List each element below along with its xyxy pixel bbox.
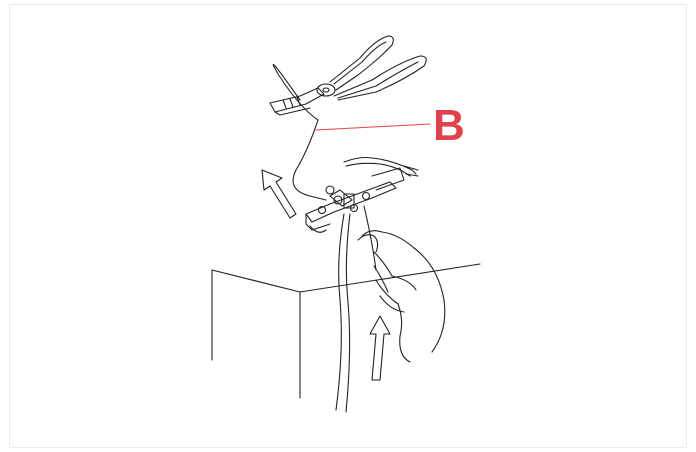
up-arrow-left-icon (262, 170, 296, 218)
up-arrow-bottom-icon (370, 316, 390, 380)
fish-wire (273, 64, 326, 200)
hand-illustration (358, 231, 445, 362)
callout-label-b: B (433, 104, 465, 148)
cable (336, 206, 376, 412)
mounting-bracket (306, 168, 404, 232)
pliers-icon (270, 36, 426, 115)
callout-leader (316, 124, 430, 130)
